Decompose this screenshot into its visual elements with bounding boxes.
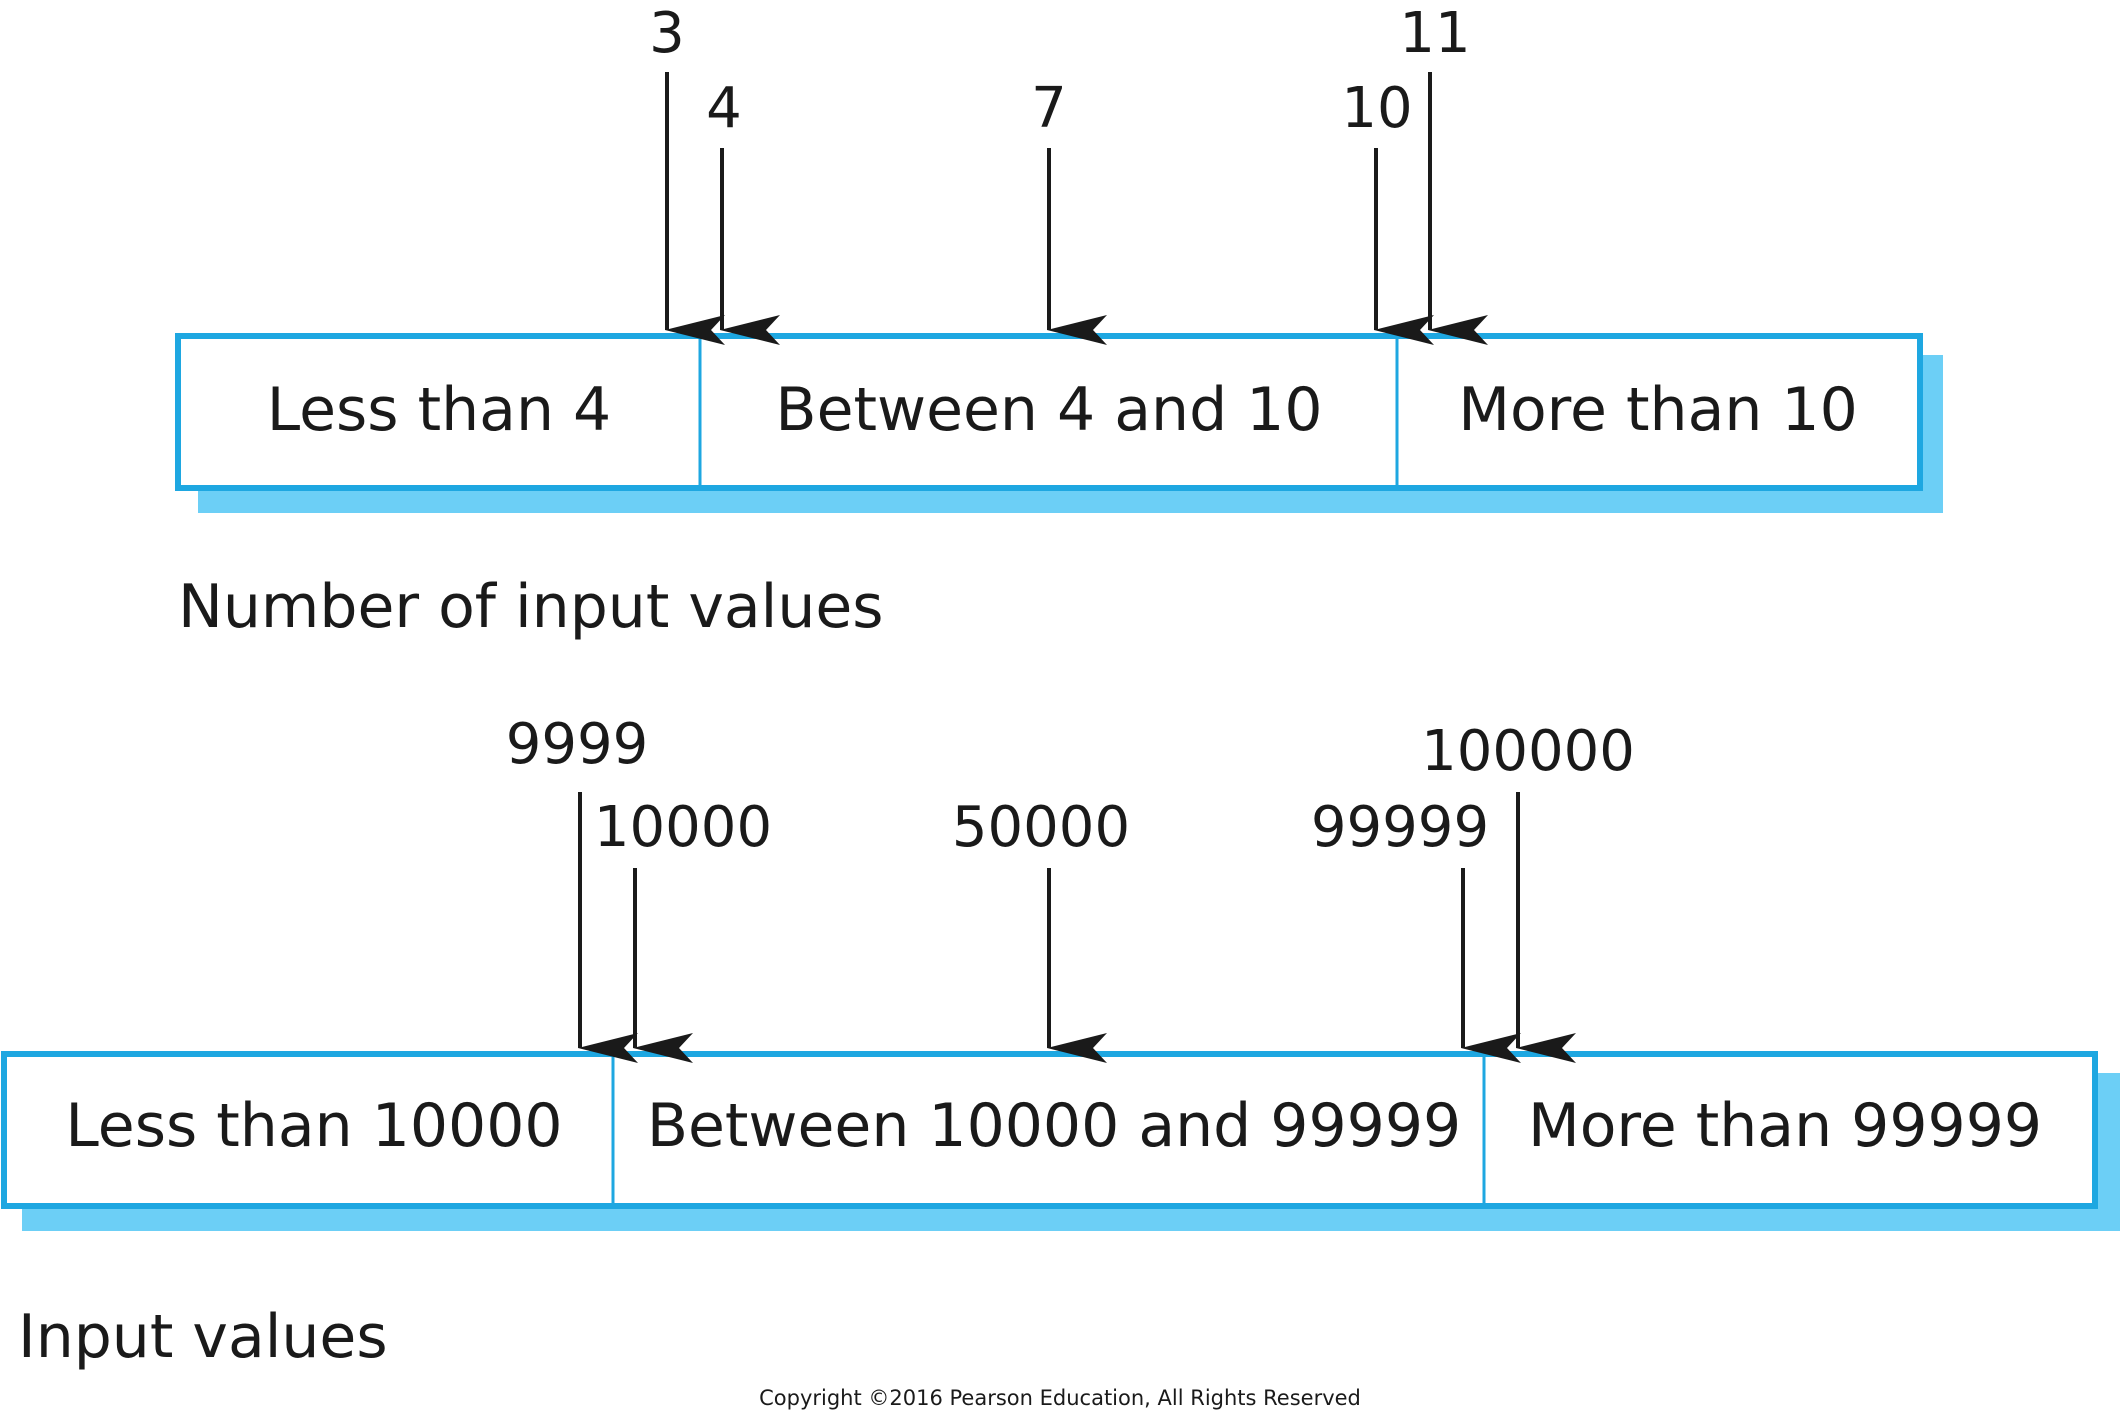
copyright-notice: Copyright ©2016 Pearson Education, All R… bbox=[759, 1386, 1361, 1410]
partition-segment-label: Less than 10000 bbox=[65, 1091, 562, 1161]
diagram-caption-input-values: Input values bbox=[18, 1302, 388, 1372]
boundary-value-label: 100000 bbox=[1421, 719, 1635, 784]
boundary-value-label: 10000 bbox=[594, 795, 772, 860]
boundary-value-label: 50000 bbox=[952, 795, 1130, 860]
boundary-value-label: 10 bbox=[1341, 76, 1412, 141]
partition-segment-label: Between 4 and 10 bbox=[775, 375, 1322, 445]
partition-segment-label: More than 99999 bbox=[1528, 1091, 2042, 1161]
boundary-value-label: 3 bbox=[649, 1, 685, 66]
boundary-value-label: 7 bbox=[1031, 76, 1067, 141]
partition-segment-label: More than 10 bbox=[1458, 375, 1858, 445]
boundary-value-label: 9999 bbox=[506, 712, 649, 777]
partition-segment-label: Between 10000 and 99999 bbox=[647, 1091, 1461, 1161]
partition-bar-1 bbox=[175, 333, 1923, 491]
boundary-value-label: 4 bbox=[706, 76, 742, 141]
partition-diagram-1: Less than 4 Between 4 and 10 More than 1… bbox=[175, 1, 1943, 513]
boundary-value-label: 11 bbox=[1399, 1, 1470, 66]
partition-bar-2 bbox=[1, 1051, 2098, 1209]
boundary-value-label: 99999 bbox=[1311, 795, 1489, 860]
partition-diagram-2: Less than 10000 Between 10000 and 99999 … bbox=[1, 712, 2120, 1231]
partition-segment-label: Less than 4 bbox=[267, 375, 611, 445]
diagram-caption-number-of-input-values: Number of input values bbox=[178, 572, 884, 642]
